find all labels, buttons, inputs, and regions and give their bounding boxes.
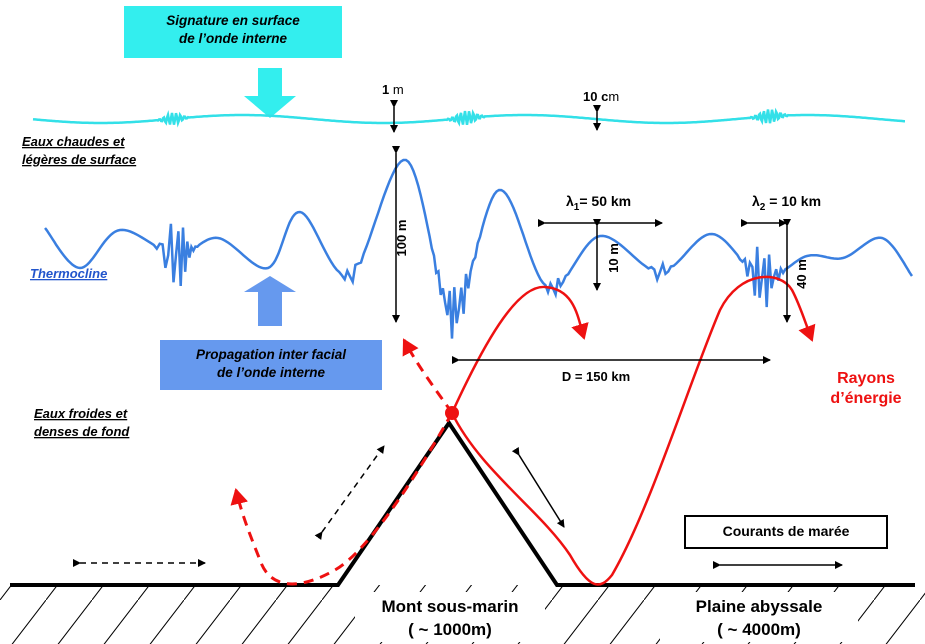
propagation-label: Propagation inter facial de l’onde inter… <box>160 346 382 382</box>
thermocline-label: Thermocline <box>30 266 107 281</box>
surface-down-arrow <box>244 68 296 118</box>
distance-label: D = 150 km <box>562 369 630 384</box>
surface-signature-label: Signature en surface de l’onde interne <box>124 12 342 48</box>
amp-100m-label: 100 m <box>394 220 409 257</box>
amp-40m-label: 40 m <box>794 259 809 289</box>
seamount-label-bg <box>355 592 545 642</box>
propagation-up-arrow <box>244 276 296 326</box>
seamount-line2: ( ~ 1000m) <box>408 620 492 639</box>
surface-signature-line1: Signature en surface <box>166 13 300 28</box>
seamount-line1: Mont sous-marin <box>382 597 519 616</box>
energy-ray-dashed-down <box>230 412 454 586</box>
propagation-line1: Propagation inter facial <box>195 347 347 362</box>
energy-rays-line2: d’énergie <box>830 390 901 407</box>
measurement-arrows <box>73 100 843 569</box>
arrow-tide-slope <box>511 446 565 528</box>
surface-signature-line2: de l’onde interne <box>178 31 287 46</box>
energy-rays-line1: Rayons <box>837 370 895 387</box>
energy-source-dot <box>445 406 459 420</box>
abyssal-label-bg <box>660 592 858 642</box>
surface-wave <box>32 107 905 128</box>
energy-ray-solid <box>450 285 589 414</box>
cold-waters-line1: Eaux froides et <box>34 406 128 421</box>
abyssal-line2: ( ~ 4000m) <box>717 620 801 639</box>
warm-waters-line1: Eaux chaudes et <box>22 134 125 149</box>
warm-waters-line2: légères de surface <box>22 152 136 167</box>
tidal-currents-label: Courants de marée <box>722 523 850 539</box>
lambda2-label: λ2 = 10 km <box>752 193 821 213</box>
surface-1m-label: 1 m <box>382 82 404 97</box>
thermocline-wave <box>44 158 914 339</box>
arrow-tide-slope-dashed <box>314 445 385 541</box>
propagation-box <box>160 340 382 390</box>
propagation-line2: de l’onde interne <box>216 365 325 380</box>
tidal-currents-box <box>684 515 888 549</box>
surface-10cm-label: 10 cm <box>583 89 619 104</box>
amp-10m-label: 10 m <box>606 243 621 273</box>
abyssal-line1: Plaine abyssale <box>696 597 823 616</box>
energy-ray-dashed-up <box>402 338 454 414</box>
diagram-labels: Eaux chaudes et légères de surface Therm… <box>22 82 902 639</box>
surface-signature-box <box>124 6 342 58</box>
lambda1-label: λ1= 50 km <box>566 193 631 213</box>
cold-waters-line2: denses de fond <box>34 424 130 439</box>
